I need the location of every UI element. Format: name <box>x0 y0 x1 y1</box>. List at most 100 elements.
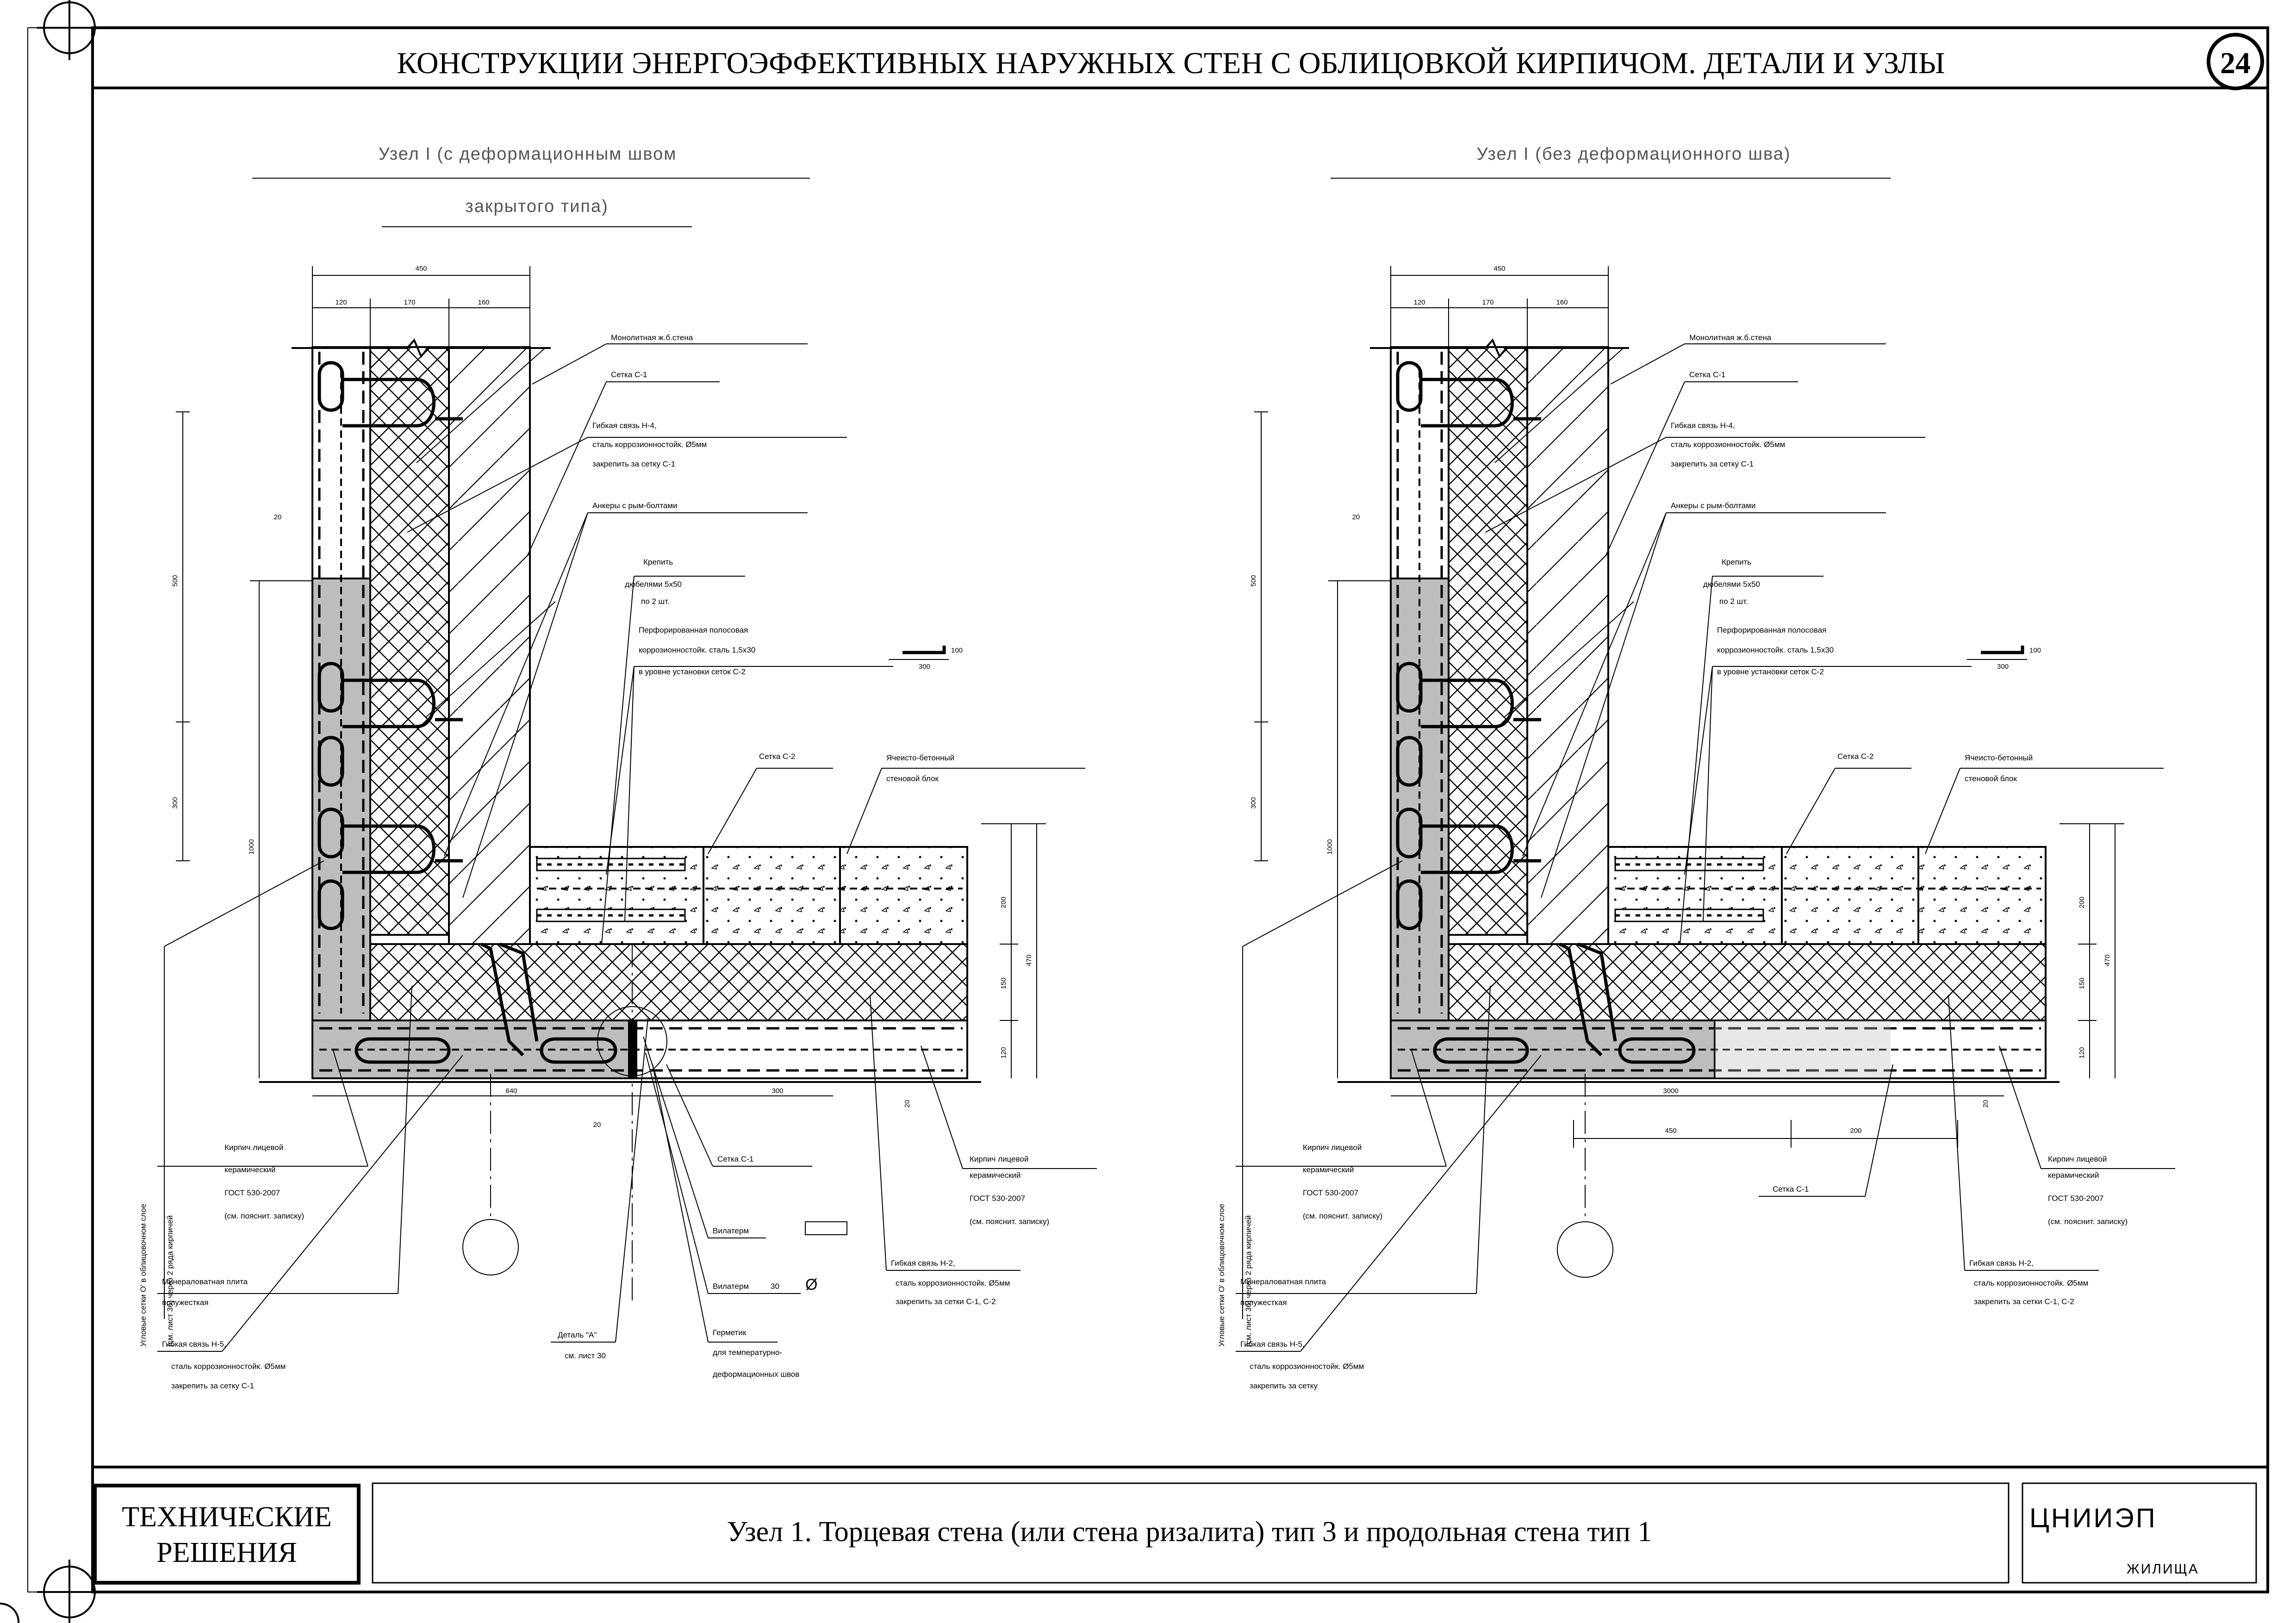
svg-text:закрепить за сетки С-1, С-2: закрепить за сетки С-1, С-2 <box>896 1297 996 1306</box>
svg-text:Крепить: Крепить <box>1722 558 1751 566</box>
svg-text:Перфорированная полосовая: Перфорированная полосовая <box>1717 626 1826 634</box>
svg-text:Сетка С-1: Сетка С-1 <box>717 1155 753 1163</box>
svg-text:470: 470 <box>2103 954 2111 966</box>
detail-title: Узел I (с деформационным швом <box>379 144 677 164</box>
section-name-line1: ТЕХНИЧЕСКИЕ <box>122 1501 332 1533</box>
svg-text:Кирпич лицевой: Кирпич лицевой <box>970 1155 1028 1163</box>
svg-text:(см. пояснит. записку): (см. пояснит. записку) <box>1303 1212 1382 1220</box>
svg-text:20: 20 <box>593 1121 601 1129</box>
svg-text:ГОСТ 530-2007: ГОСТ 530-2007 <box>224 1188 280 1197</box>
svg-text:300: 300 <box>171 797 179 808</box>
svg-text:450: 450 <box>1493 265 1505 273</box>
svg-text:керамический: керамический <box>970 1171 1020 1180</box>
caption-box <box>372 1482 2010 1584</box>
svg-text:Гибкая связь Н-4,: Гибкая связь Н-4, <box>1671 421 1735 430</box>
svg-text:640: 640 <box>505 1087 517 1095</box>
svg-text:120: 120 <box>1413 298 1425 306</box>
svg-text:Кирпич лицевой: Кирпич лицевой <box>1303 1143 1362 1152</box>
page-number: 24 <box>2220 46 2251 80</box>
svg-text:Угловые сетки О' в облицовочно: Угловые сетки О' в облицовочном слое <box>1217 1204 1226 1347</box>
svg-text:120: 120 <box>1000 1047 1008 1058</box>
svg-text:500: 500 <box>1250 575 1257 586</box>
svg-text:коррозионностойк. сталь 1,5х30: коррозионностойк. сталь 1,5х30 <box>639 646 755 654</box>
svg-text:см. лист 30: см. лист 30 <box>565 1351 606 1360</box>
svg-text:Минераловатная плита: Минераловатная плита <box>1240 1277 1326 1286</box>
svg-text:ГОСТ 530-2007: ГОСТ 530-2007 <box>2048 1194 2103 1203</box>
section-name-box <box>93 1484 361 1585</box>
svg-text:500: 500 <box>171 575 179 586</box>
svg-text:Анкеры с рым-болтами: Анкеры с рым-болтами <box>1671 501 1755 510</box>
svg-text:Сетка С-2: Сетка С-2 <box>759 752 795 761</box>
svg-text:Угловые сетки О' в облицовочно: Угловые сетки О' в облицовочном слое <box>139 1204 148 1347</box>
organization-name: ЦНИИЭП <box>2029 1503 2157 1533</box>
detail-title: Узел I (без деформационного шва) <box>1476 144 1791 164</box>
svg-text:150: 150 <box>1000 977 1008 989</box>
svg-text:Гибкая связь Н-5,: Гибкая связь Н-5, <box>1240 1340 1305 1349</box>
section-name-line2: РЕШЕНИЯ <box>156 1537 297 1568</box>
vilaterm-symbol <box>805 1221 847 1235</box>
svg-text:20: 20 <box>903 1100 911 1108</box>
svg-text:300: 300 <box>1997 663 2009 671</box>
svg-text:120: 120 <box>335 298 347 306</box>
title-block: ТЕХНИЧЕСКИЕ РЕШЕНИЯ Узел 1. Торцевая сте… <box>93 1482 2257 1585</box>
svg-text:Перфорированная полосовая: Перфорированная полосовая <box>639 626 748 634</box>
registration-mark <box>0 0 102 1623</box>
svg-text:сталь коррозионностойк. Ø5мм: сталь коррозионностойк. Ø5мм <box>1250 1362 1364 1371</box>
sheet-title: КОНСТРУКЦИИ ЭНЕРГОЭФФЕКТИВНЫХ НАРУЖНЫХ С… <box>397 46 1945 80</box>
svg-text:300: 300 <box>772 1087 783 1095</box>
svg-text:20: 20 <box>274 513 282 521</box>
svg-text:Анкеры с рым-болтами: Анкеры с рым-болтами <box>592 501 677 510</box>
svg-text:закрепить за сетки С-1, С-2: закрепить за сетки С-1, С-2 <box>1974 1297 2074 1306</box>
svg-text:дюбелями 5х50: дюбелями 5х50 <box>625 580 682 589</box>
svg-text:стеновой блок: стеновой блок <box>1965 774 2017 783</box>
svg-text:(см. пояснит. записку): (см. пояснит. записку) <box>2048 1217 2128 1226</box>
svg-text:в уровне установки сеток С-2: в уровне установки сеток С-2 <box>639 667 746 676</box>
svg-text:30: 30 <box>771 1282 779 1291</box>
svg-text:сталь коррозионностойк. Ø5мм: сталь коррозионностойк. Ø5мм <box>1974 1279 2088 1287</box>
svg-text:по 2 шт.: по 2 шт. <box>1719 597 1748 606</box>
svg-text:полужесткая: полужесткая <box>162 1298 208 1307</box>
svg-text:450: 450 <box>415 265 427 273</box>
svg-text:1000: 1000 <box>248 839 255 854</box>
svg-text:Минераловатная плита: Минераловатная плита <box>162 1277 248 1286</box>
svg-text:ГОСТ 530-2007: ГОСТ 530-2007 <box>1303 1188 1358 1197</box>
svg-text:(см. пояснит. записку): (см. пояснит. записку) <box>970 1217 1049 1226</box>
svg-text:(см. пояснит. записку): (см. пояснит. записку) <box>224 1212 304 1220</box>
svg-text:Сетка С-1: Сетка С-1 <box>1689 370 1725 379</box>
svg-text:20: 20 <box>1982 1100 1990 1108</box>
svg-text:200: 200 <box>1850 1127 1861 1135</box>
svg-text:Гибкая связь Н-2,: Гибкая связь Н-2, <box>1969 1259 2034 1268</box>
svg-text:керамический: керамический <box>2048 1171 2099 1180</box>
svg-text:керамический: керамический <box>224 1165 275 1174</box>
svg-text:Крепить: Крепить <box>643 558 673 566</box>
svg-text:(см. лист 36) через 2 ряда кир: (см. лист 36) через 2 ряда кирпичей <box>1244 1215 1253 1347</box>
svg-text:закрепить за сетку С-1: закрепить за сетку С-1 <box>1671 460 1754 468</box>
svg-text:300: 300 <box>919 663 930 671</box>
construction-section <box>259 340 981 1082</box>
svg-text:коррозионностойк. сталь 1,5х30: коррозионностойк. сталь 1,5х30 <box>1717 646 1834 654</box>
inner-frame <box>91 26 2269 1593</box>
svg-text:450: 450 <box>1665 1127 1676 1135</box>
svg-text:дюбелями 5х50: дюбелями 5х50 <box>1703 580 1760 589</box>
svg-text:170: 170 <box>1482 298 1493 306</box>
svg-text:Сетка С-1: Сетка С-1 <box>611 370 647 379</box>
svg-text:160: 160 <box>1556 298 1568 306</box>
svg-text:Деталь "А": Деталь "А" <box>558 1331 597 1339</box>
svg-text:Кирпич лицевой: Кирпич лицевой <box>2048 1155 2107 1163</box>
svg-text:сталь коррозионностойк. Ø5мм: сталь коррозионностойк. Ø5мм <box>896 1279 1010 1287</box>
svg-text:100: 100 <box>951 647 963 654</box>
svg-text:100: 100 <box>2029 647 2041 654</box>
svg-text:Монолитная ж.б.стена: Монолитная ж.б.стена <box>1689 333 1772 342</box>
svg-text:Гибкая связь Н-4,: Гибкая связь Н-4, <box>592 421 657 430</box>
organization-box <box>2022 1482 2257 1584</box>
svg-text:по 2 шт.: по 2 шт. <box>641 597 670 606</box>
page-number-circle <box>2207 33 2264 90</box>
svg-text:470: 470 <box>1025 954 1033 966</box>
svg-text:стеновой блок: стеновой блок <box>886 774 939 783</box>
svg-text:3000: 3000 <box>1663 1087 1678 1095</box>
detail-title-line2: закрытого типа) <box>465 197 608 216</box>
svg-text:сталь коррозионностойк. Ø5мм: сталь коррозионностойк. Ø5мм <box>171 1362 286 1371</box>
svg-text:Вилатерм: Вилатерм <box>713 1226 749 1235</box>
svg-text:Герметик: Герметик <box>713 1328 747 1337</box>
